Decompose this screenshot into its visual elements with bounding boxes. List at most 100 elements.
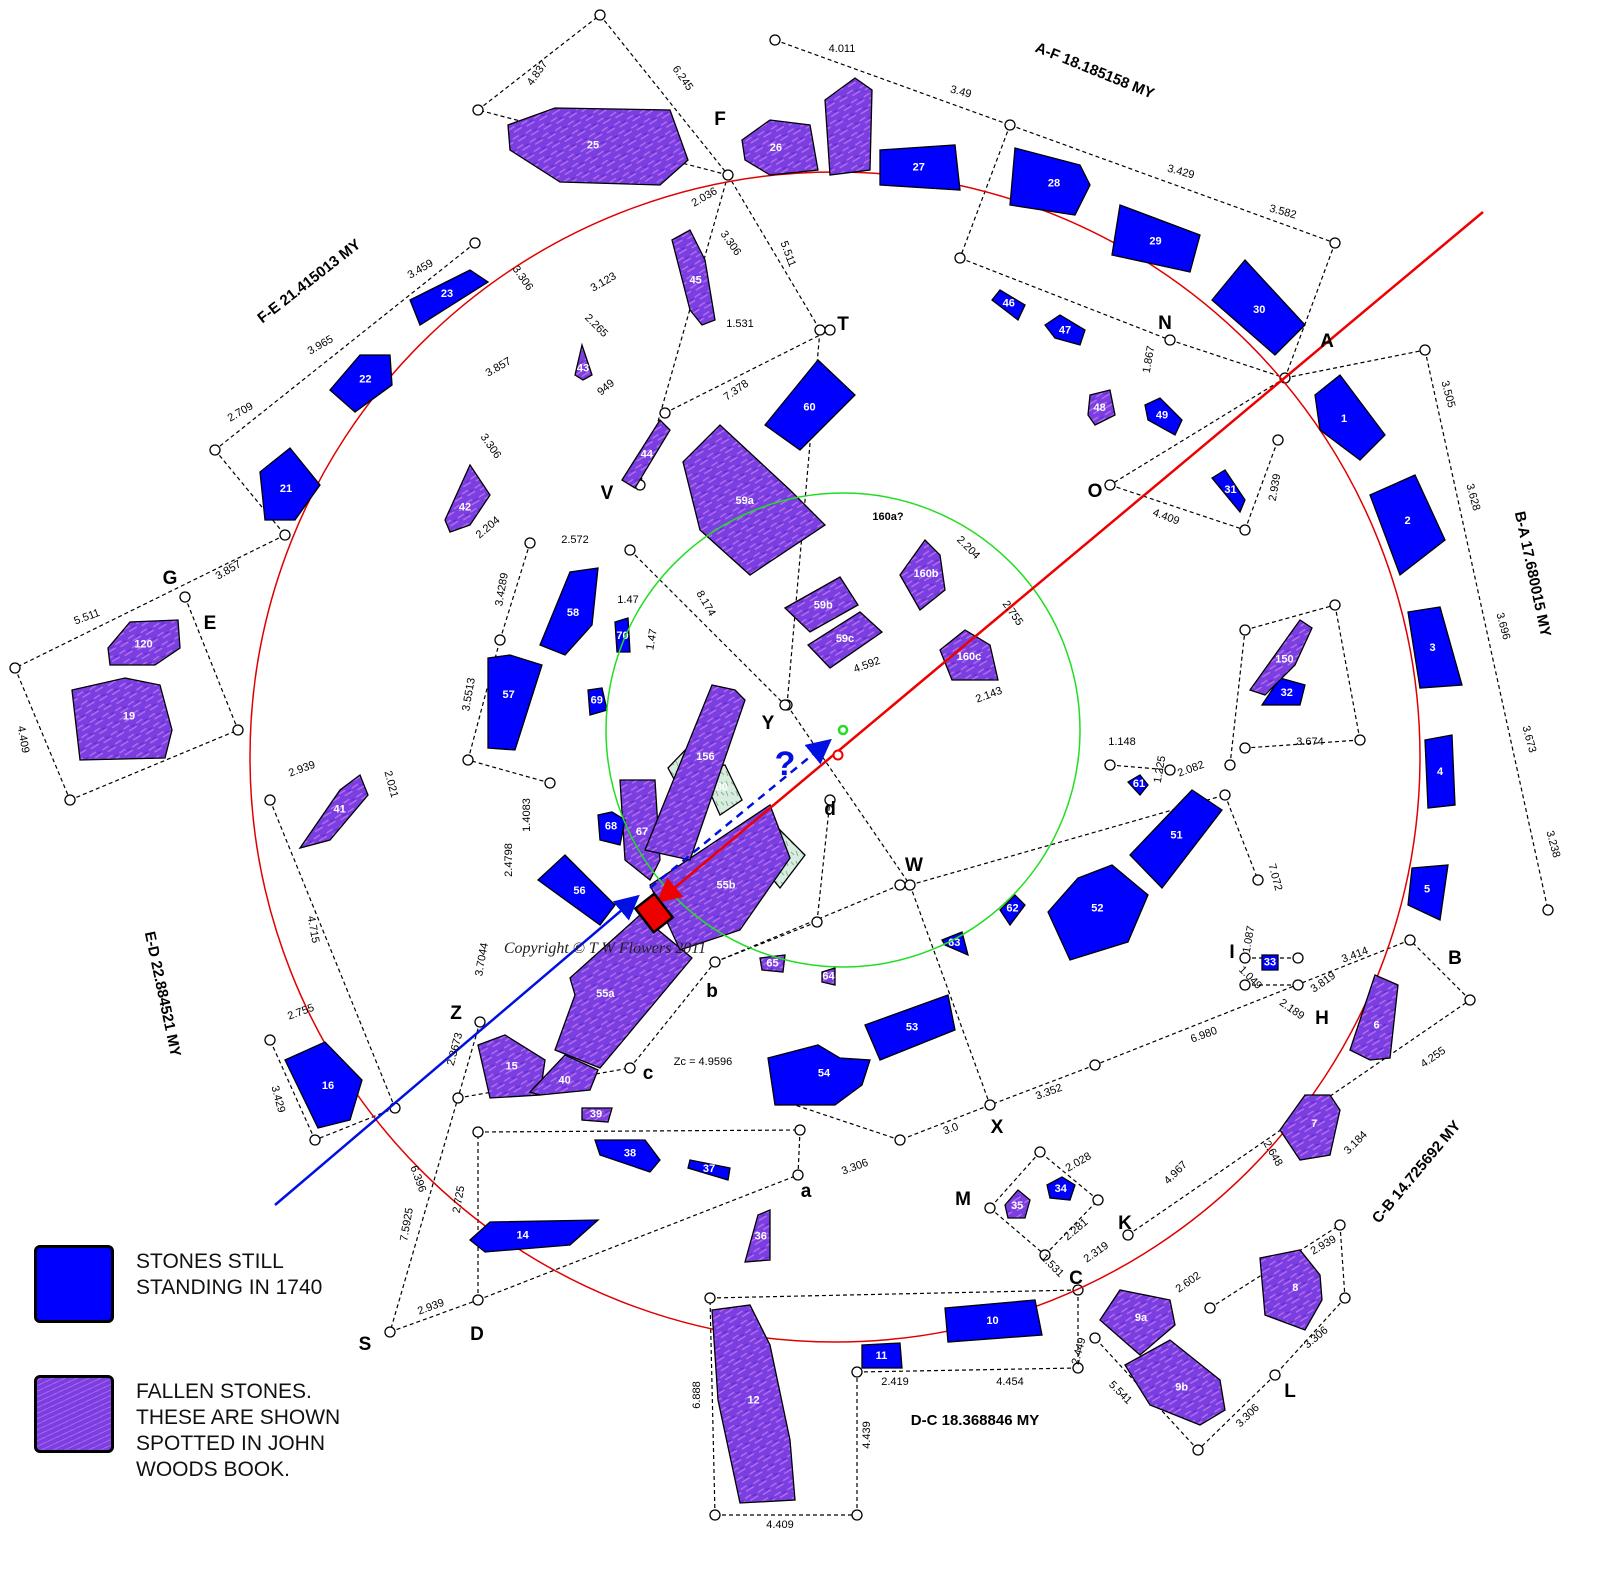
stone-120-fallen: 120: [107, 619, 181, 666]
survey-peg-marker: [1192, 1444, 1204, 1456]
stone-shape: [711, 1304, 796, 1504]
survey-peg-marker: [524, 537, 536, 549]
measurement-label: 3.857: [484, 355, 514, 379]
survey-peg-marker: [1419, 344, 1431, 356]
measurement-label: 5.511: [72, 607, 101, 627]
measurement-label: 4.967: [1162, 1159, 1190, 1187]
stone-shape: [944, 1299, 1043, 1343]
survey-line: [779, 1099, 901, 1141]
survey-line: [1409, 939, 1471, 1001]
survey-line: [629, 961, 716, 1069]
stone-shape: [554, 914, 693, 1069]
survey-line: [269, 1039, 316, 1141]
survey-peg-marker: [1072, 1362, 1084, 1374]
survey-line: [1224, 794, 1259, 881]
stone-number: 8: [1292, 1282, 1298, 1294]
survey-line: [184, 596, 239, 731]
survey-peg-marker: [1104, 479, 1116, 491]
stone-30-standing: 30: [1211, 259, 1306, 356]
point-label-G: G: [163, 568, 178, 589]
survey-peg-marker: [1354, 734, 1366, 746]
survey-peg-marker: [1004, 119, 1016, 131]
stone-54-standing: 54: [767, 1044, 871, 1106]
stone-shape: [107, 619, 181, 666]
stone-number: 61: [1133, 778, 1145, 790]
stone-3-standing: 3: [1407, 606, 1463, 689]
stone-shape: [409, 269, 490, 326]
survey-line: [1244, 739, 1361, 749]
measurement-label: 2.419: [881, 1376, 909, 1388]
side-distance-label: F-E 21.415013 MY: [254, 236, 364, 327]
measurement-label: 2.725: [451, 1185, 468, 1214]
survey-peg-marker: [624, 544, 636, 556]
stone-12-fallen: 12: [711, 1304, 796, 1504]
stone-number: 53: [906, 1021, 918, 1033]
stone-4-standing: 4: [1424, 734, 1456, 809]
red-axis-arrow: [656, 211, 1484, 904]
stone-59b-fallen: 59b: [783, 576, 859, 633]
survey-peg-marker: [894, 1134, 906, 1146]
measurement-label: 2.143: [974, 685, 1004, 706]
stone-shape: [1314, 374, 1386, 461]
stone-shape: [1004, 1189, 1031, 1219]
survey-peg-marker: [1034, 1146, 1046, 1158]
stone-69-standing: 69: [587, 687, 608, 716]
stone-39-fallen: 39: [581, 1107, 613, 1123]
measurement-label: 3.49: [949, 84, 973, 101]
stone-shape: [824, 77, 873, 176]
survey-peg-marker: [1464, 994, 1476, 1006]
stone-55a-fallen: 55a: [554, 914, 693, 1069]
measurement-label: 6.888: [691, 1381, 703, 1409]
stone-shape: [477, 1034, 546, 1099]
legend-fallen-text: FALLEN STONES. THESE ARE SHOWN SPOTTED I…: [136, 1380, 341, 1481]
survey-line: [664, 329, 831, 414]
survey-line: [269, 799, 396, 1109]
survey-line: [709, 1297, 716, 1516]
stone-number: 56: [573, 885, 585, 897]
point-label-Z: Z: [450, 1003, 462, 1024]
stone-number: 58: [567, 607, 579, 619]
survey-line: [1109, 484, 1246, 531]
survey-peg-marker: [659, 407, 671, 419]
stone-shape: [991, 289, 1026, 322]
point-label-d: d: [824, 799, 836, 820]
survey-line: [214, 449, 286, 536]
survey-line: [14, 667, 71, 801]
measurement-label: 1.4083: [521, 798, 533, 832]
stone-number: 19: [123, 711, 135, 723]
measurement-label: 2.204: [954, 534, 982, 562]
survey-peg-marker: [452, 1092, 464, 1104]
stone-number: 30: [1253, 304, 1265, 316]
stone-shape: [1424, 734, 1456, 809]
side-distance-label: E-D 22.884521 MY: [141, 930, 184, 1058]
survey-peg-marker: [462, 754, 474, 766]
measurement-label: 1.531: [726, 318, 754, 330]
stone-shape: [741, 119, 819, 176]
stone-shape: [682, 424, 827, 576]
stone-8-fallen: 8: [1259, 1249, 1323, 1331]
survey-peg-marker: [9, 662, 21, 674]
survey-peg-marker: [722, 169, 734, 181]
stone-shape: [619, 779, 661, 882]
point-label-K: K: [1118, 1213, 1132, 1234]
survey-line: [69, 729, 239, 801]
side-distance-label: D-C 18.368846 MY: [911, 1412, 1039, 1429]
stone-number: 160c: [957, 651, 981, 663]
survey-line: [499, 542, 531, 641]
stone-number: 38: [624, 1147, 636, 1159]
stone-number: 54: [818, 1068, 831, 1080]
measurement-label: 4.255: [1419, 1045, 1448, 1071]
stone-number: 14: [516, 1230, 529, 1242]
stone-59a-fallen: 59a: [682, 424, 827, 576]
measurement-label: 4.454: [996, 1376, 1024, 1388]
measurement-label: 3.238: [1544, 829, 1563, 859]
survey-line: [629, 549, 786, 706]
point-label-N: N: [1158, 313, 1172, 334]
stone-number: 11: [876, 1350, 888, 1362]
stone-49-standing: 49: [1144, 397, 1183, 436]
stone-number: 150: [1275, 654, 1293, 666]
measurement-label: 3.582: [1268, 203, 1298, 222]
green-center-marker: [837, 724, 849, 736]
